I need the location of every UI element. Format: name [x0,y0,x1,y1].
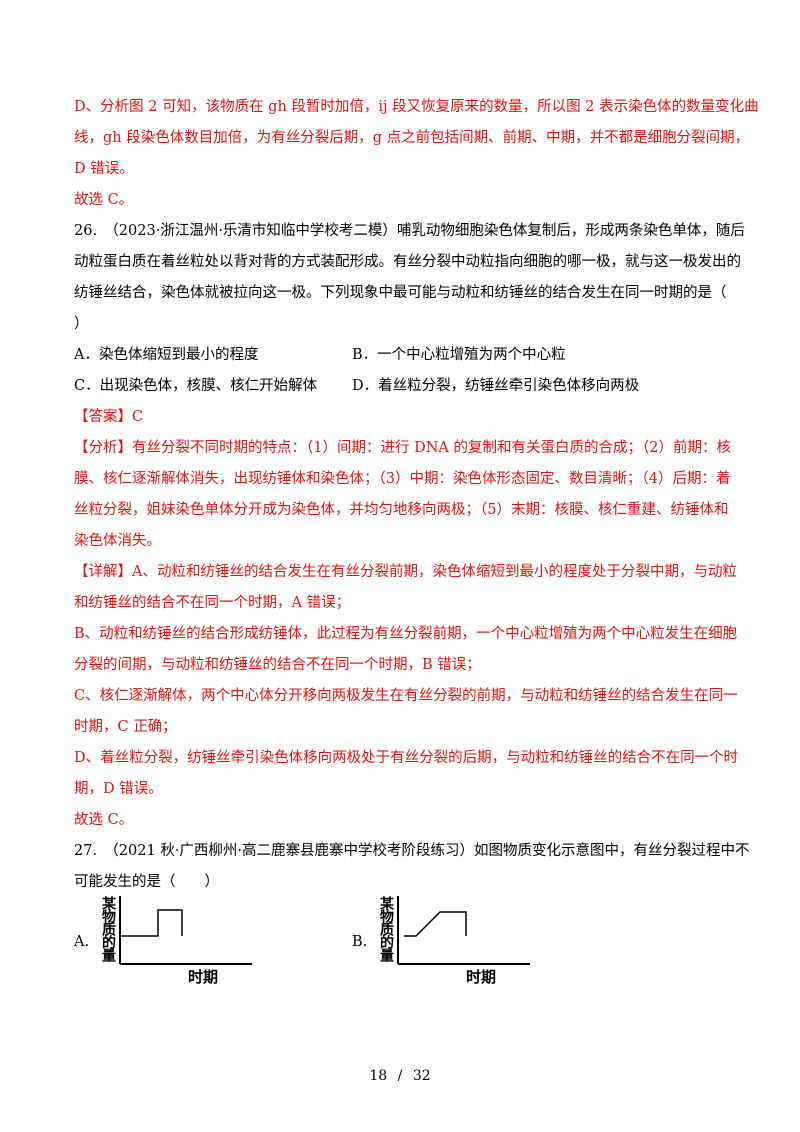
q26-detail-line-5: C、核仁逐渐解体，两个中心体分开移向两极发生在有丝分裂的前期，与动粒和纺锤丝的结… [74,688,738,704]
q27-stem-line-1: 27. （2021 秋·广西柳州·高二鹿寨县鹿寨中学校考阶段练习）如图物质变化示… [74,843,750,859]
q26-option-a: A．染色体缩短到最小的程度 [74,347,259,363]
q27-graph-b [397,896,530,965]
q27-option-b-label: B. [352,934,368,950]
q26-option-c: C．出现染色体，核膜、核仁开始解体 [74,378,318,394]
q27-graph-b-xlabel: 时期 [466,968,497,986]
q26-detail-line-4: 分裂的间期，与动粒和纺锤丝的结合不在同一个时期，B 错误； [74,657,481,673]
q27-graph-a [119,896,252,965]
page-footer: 18 / 32 [0,1068,800,1084]
graph-b-curve [404,911,467,937]
q26-option-b: B．一个中心粒增殖为两个中心粒 [352,347,566,363]
q27-stem-line-2: 可能发生的是（ ） [74,874,219,890]
q26-stem-line-4: ） [74,316,89,332]
q26-analysis-line-3: 丝粒分裂，姐妹染色单体分开成为染色体，并均匀地移向两极；（5）末期：核膜、核仁重… [74,502,729,518]
q26-option-d: D．着丝粒分裂，纺锤丝牵引染色体移向两极 [352,378,640,394]
prev-answer-line-2: 线，gh 段染色体数目加倍，为有丝分裂后期，g 点之前包括间期、前期、中期，并不… [74,130,750,146]
prev-answer-conclusion: 故选 C。 [74,192,134,208]
q26-analysis-line-2: 膜、核仁逐渐解体消失，出现纺锤体和染色体；（3）中期：染色体形态固定、数目清晰；… [74,471,731,487]
q26-detail-line-7: D、着丝粒分裂，纺锤丝牵引染色体移向两极处于有丝分裂的后期，与动粒和纺锤丝的结合… [74,750,739,766]
q26-detail-line-1: 【详解】A、动粒和纺锤丝的结合发生在有丝分裂前期，染色体缩短到最小的程度处于分裂… [74,564,737,580]
q26-detail-line-3: B、动粒和纺锤丝的结合形成纺锤体，此过程为有丝分裂前期，一个中心粒增殖为两个中心… [74,626,738,642]
q26-stem-line-3: 纺锤丝结合，染色体就被拉向这一极。下列现象中最可能与动粒和纺锤丝的结合发生在同一… [74,285,727,301]
q26-analysis-line-1: 【分析】有丝分裂不同时期的特点：（1）间期：进行 DNA 的复制和有关蛋白质的合… [74,440,731,456]
q26-detail-line-8: 期，D 错误。 [74,781,163,797]
q27-graph-a-ylabel: 某物质的量 [100,896,116,961]
q26-answer: 【答案】C [74,409,144,425]
q26-analysis-line-4: 染色体消失。 [74,533,161,549]
prev-answer-line-1: D、分析图 2 可知，该物质在 gh 段暂时加倍，ij 段又恢复原来的数量，所以… [74,99,759,115]
q27-graph-b-ylabel: 某物质的量 [378,896,394,961]
page-total: 32 [412,1068,431,1084]
q26-detail-line-6: 时期，C 正确； [74,719,177,735]
q26-conclusion: 故选 C。 [74,812,134,828]
q27-option-a-label: A. [74,934,90,950]
q27-graph-a-xlabel: 时期 [188,968,219,986]
page-separator: / [397,1068,403,1084]
q26-stem-line-1: 26. （2023·浙江温州·乐清市知临中学校考二模）哺乳动物细胞染色体复制后，… [74,223,745,239]
q26-detail-line-2: 和纺锤丝的结合不在同一个时期，A 错误； [74,595,351,611]
prev-answer-line-3: D 错误。 [74,161,134,177]
graph-a-curve [120,909,183,937]
q26-stem-line-2: 动粒蛋白质在着丝粒处以背对背的方式装配形成。有丝分裂中动粒指向细胞的哪一极，就与… [74,254,741,270]
page-number: 18 [369,1068,388,1084]
